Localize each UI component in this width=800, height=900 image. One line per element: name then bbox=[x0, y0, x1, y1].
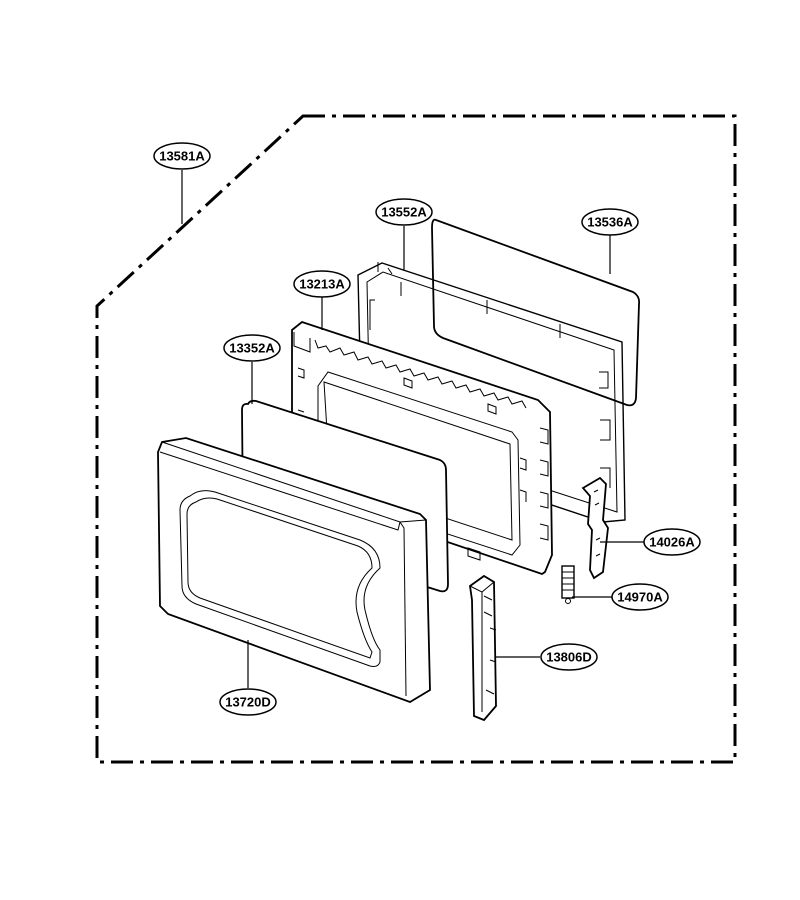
leader-lines bbox=[181, 170, 644, 688]
part-label-13213A: 13213A bbox=[293, 270, 351, 298]
part-label-13720D: 13720D bbox=[219, 688, 277, 716]
svg-text:13581A: 13581A bbox=[159, 149, 205, 164]
part-label-13806D: 13806D bbox=[540, 643, 598, 671]
svg-text:14970A: 14970A bbox=[617, 590, 663, 605]
svg-text:13536A: 13536A bbox=[587, 215, 633, 230]
svg-text:13552A: 13552A bbox=[381, 205, 427, 220]
svg-text:13352A: 13352A bbox=[229, 341, 275, 356]
svg-text:13213A: 13213A bbox=[299, 277, 345, 292]
handle-part bbox=[469, 574, 497, 722]
svg-text:14026A: 14026A bbox=[649, 535, 695, 550]
door-screen-part bbox=[431, 218, 641, 407]
door-panel-part bbox=[157, 437, 431, 703]
latch-hook-part bbox=[581, 476, 609, 580]
enclosure-boundary bbox=[95, 114, 737, 764]
part-label-13552A: 13552A bbox=[375, 198, 433, 226]
hook-spring-part bbox=[561, 565, 575, 604]
part-label-13581A: 13581A bbox=[153, 142, 211, 170]
part-label-14970A: 14970A bbox=[611, 583, 669, 611]
svg-text:13720D: 13720D bbox=[225, 695, 271, 710]
part-label-13352A: 13352A bbox=[223, 334, 281, 362]
svg-text:13806D: 13806D bbox=[546, 650, 592, 665]
part-label-14026A: 14026A bbox=[643, 528, 701, 556]
part-label-13536A: 13536A bbox=[581, 208, 639, 236]
